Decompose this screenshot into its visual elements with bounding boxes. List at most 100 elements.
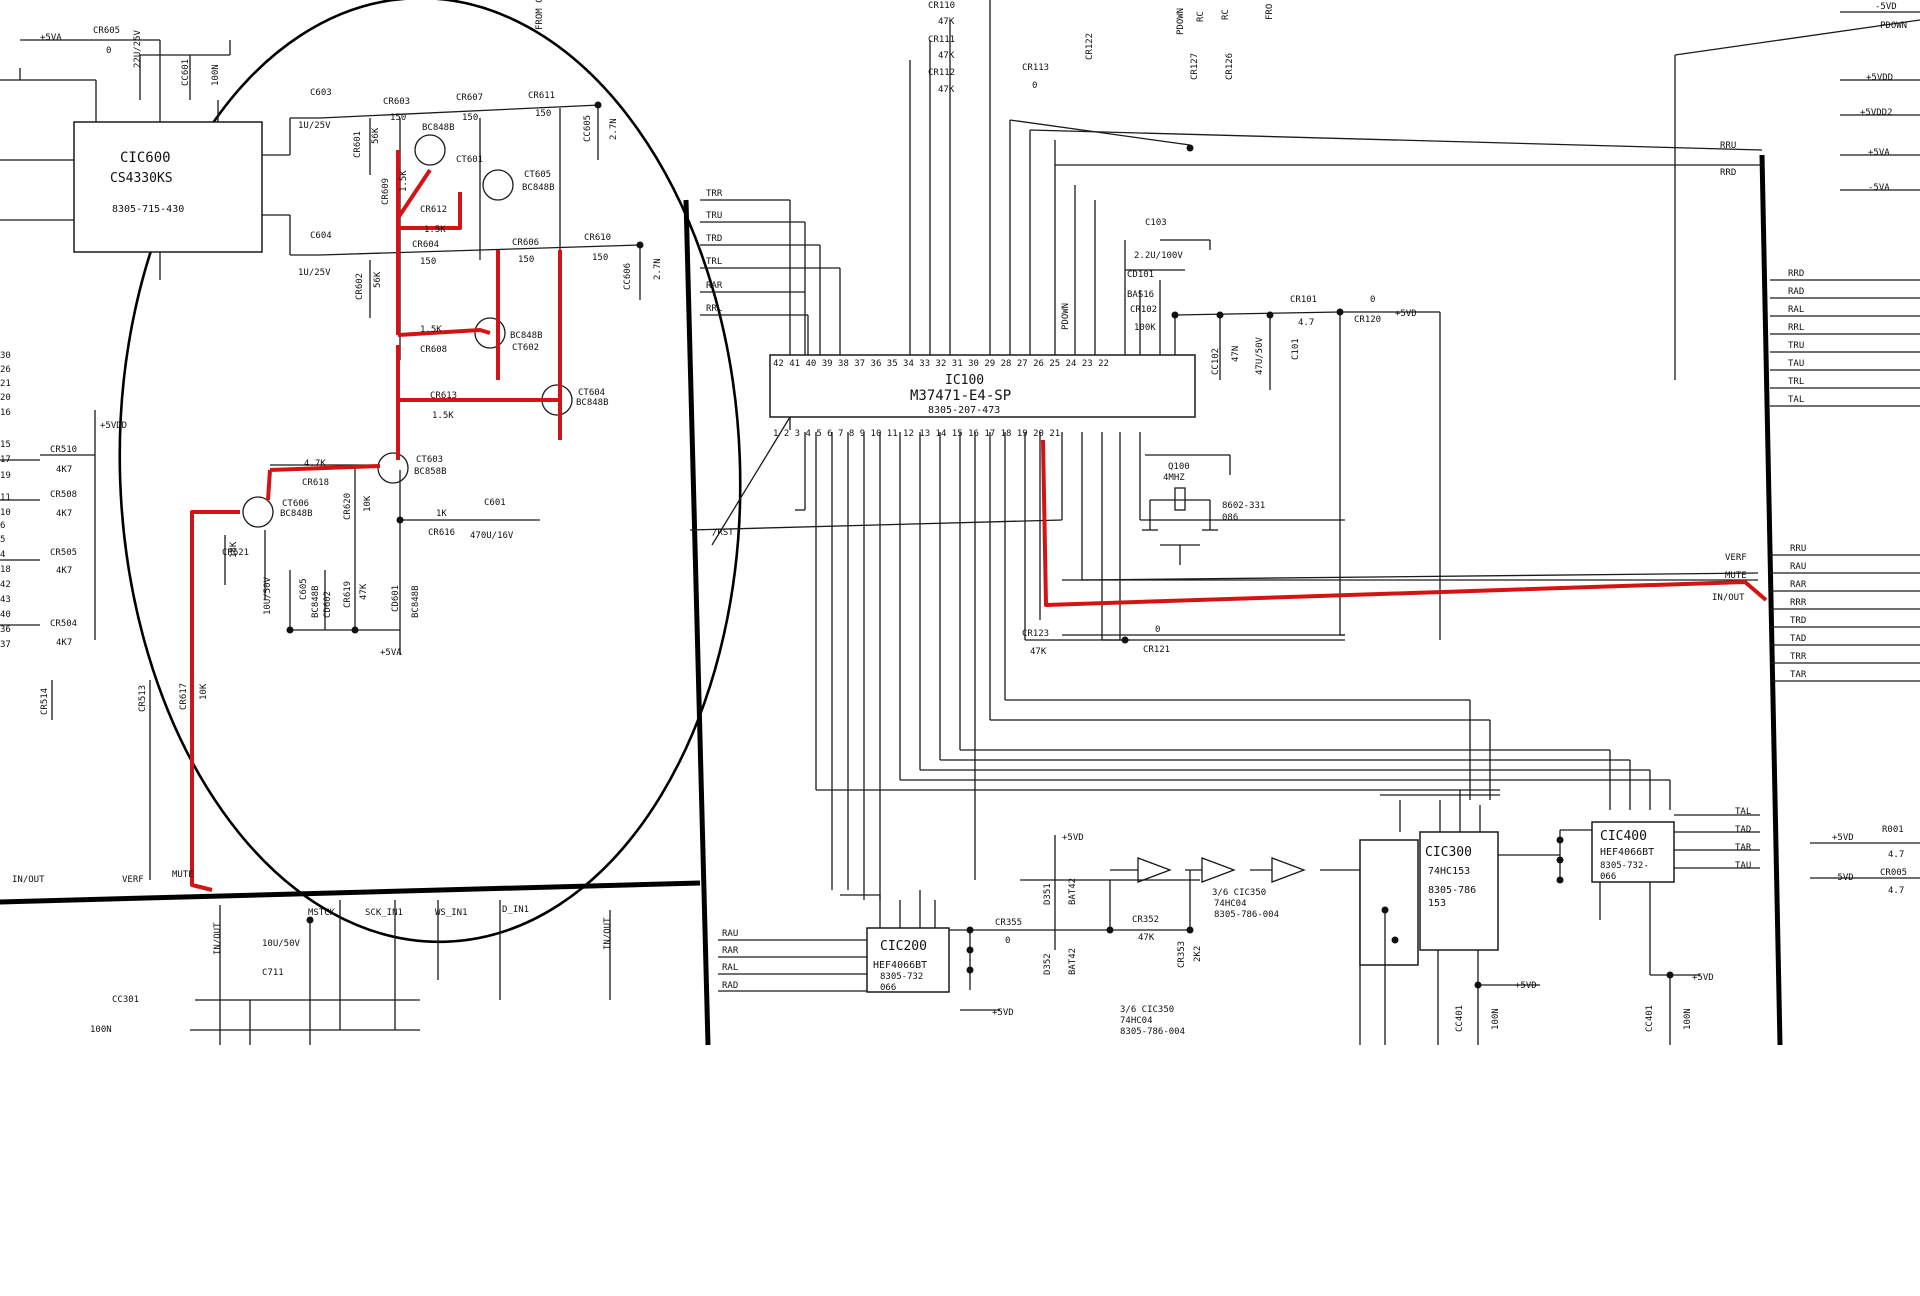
val-cr101: 4.7 bbox=[1298, 318, 1314, 328]
ref-cc601: CC601 bbox=[181, 59, 191, 86]
left-pin-15: 15 bbox=[0, 440, 11, 450]
val-cr353: 2K2 bbox=[1193, 946, 1203, 962]
crystal-code-2: 086 bbox=[1222, 513, 1238, 523]
bottom-left-inout: IN/OUT bbox=[12, 875, 45, 885]
ref-c711: CC301 bbox=[112, 995, 139, 1005]
left-pin-6: 6 bbox=[0, 521, 5, 531]
signal-rar: RAR bbox=[706, 281, 723, 291]
ref-cr505: CR505 bbox=[50, 548, 77, 558]
signal-low-tar: TAR bbox=[1790, 670, 1807, 680]
type-ct606: BC848B bbox=[280, 509, 313, 519]
val-c603: 1U/25V bbox=[298, 121, 331, 131]
val-c715: 10U/50V bbox=[262, 939, 301, 949]
ref-q100: Q100 bbox=[1168, 462, 1190, 472]
type-ct604: BC848B bbox=[576, 398, 609, 408]
val-cr121: 0 bbox=[1155, 625, 1160, 635]
ref-cr101: CR101 bbox=[1290, 295, 1317, 305]
ref-cr613: CR613 bbox=[430, 391, 457, 401]
ic-cic300-code2: 153 bbox=[1428, 898, 1446, 909]
val-cr352: 47K bbox=[1138, 933, 1155, 943]
power-5vd-ic100: +5VD bbox=[1395, 309, 1417, 319]
ref-d351: D351 bbox=[1043, 883, 1053, 905]
val-cc102: 47N bbox=[1231, 346, 1241, 362]
ref-c603: C603 bbox=[310, 88, 332, 98]
val-cr606: 150 bbox=[518, 255, 534, 265]
ref-d352: D352 bbox=[1043, 953, 1053, 975]
ic-cic600-name: CIC600 bbox=[120, 150, 171, 166]
ref-cr005: CR005 bbox=[1880, 868, 1907, 878]
junction-dots bbox=[286, 101, 1674, 989]
val-cr504: 4K7 bbox=[56, 638, 72, 648]
val-cr611: 150 bbox=[535, 109, 551, 119]
ref-cr611: CR611 bbox=[528, 91, 555, 101]
ref-c601: C601 bbox=[484, 498, 506, 508]
cic200-in-rad: RAD bbox=[722, 981, 738, 991]
val-cr608: 1.5K bbox=[420, 325, 442, 335]
ic-cic200: CIC200 HEF4066BT 8305-732 066 bbox=[866, 927, 950, 993]
bottom-left-verf: VERF bbox=[122, 875, 144, 885]
ic100-top-pins: 42 41 40 39 38 37 36 35 34 33 32 31 30 2… bbox=[773, 359, 1109, 369]
ic-cic300-part: 74HC153 bbox=[1428, 866, 1470, 877]
signal-right-rrl: RRL bbox=[1788, 323, 1804, 333]
power-5vd-cic200: +5VD bbox=[992, 1008, 1014, 1018]
ref-cr610: CR610 bbox=[584, 233, 611, 243]
val-cr604: 150 bbox=[420, 257, 436, 267]
ref-ct601: CT601 bbox=[456, 155, 483, 165]
divider-vertical-left bbox=[683, 199, 711, 1046]
ref-cr120: CR120 bbox=[1354, 315, 1381, 325]
signal-low-trr: TRR bbox=[1790, 652, 1807, 662]
ref-cr121: CR121 bbox=[1143, 645, 1170, 655]
ref-cr111: CR111 bbox=[928, 35, 955, 45]
label-pdown-top: PDOWN bbox=[1176, 8, 1186, 35]
type-ct601: BC848B bbox=[422, 123, 455, 133]
ic-ic100-code: 8305-207-473 bbox=[928, 405, 1000, 416]
ref-cr508: CR508 bbox=[50, 490, 77, 500]
ref-cr608: CR608 bbox=[420, 345, 447, 355]
label-pdown-ic: PDOWN bbox=[1061, 303, 1071, 330]
signal-rru-top: RRU bbox=[1720, 141, 1736, 151]
left-pin-36: 36 bbox=[0, 625, 11, 635]
label-cr513: CR513 bbox=[138, 685, 148, 712]
ref-cr617: CR617 bbox=[179, 683, 189, 710]
left-pin-10: 10 bbox=[0, 508, 11, 518]
label-cr126: CR126 bbox=[1225, 53, 1235, 80]
bottom-label-inout-2: IN/OUT bbox=[603, 917, 613, 950]
left-pin-21: 21 bbox=[0, 379, 11, 389]
bottom-left-mute: MUTE bbox=[172, 870, 194, 880]
cic200-in-ral: RAL bbox=[722, 963, 738, 973]
signal-low-rru: RRU bbox=[1790, 544, 1806, 554]
val-cr355: 0 bbox=[1005, 936, 1010, 946]
label-pdown-right: PDOWN bbox=[1880, 21, 1907, 31]
power-5vd-diode: +5VD bbox=[1062, 833, 1084, 843]
signal-right-trl: TRL bbox=[1788, 377, 1804, 387]
left-pin-30: 30 bbox=[0, 351, 11, 361]
ref-cc102: CC102 bbox=[1211, 348, 1221, 375]
cic200-in-rau: RAU bbox=[722, 929, 738, 939]
signal-low-trd: TRD bbox=[1790, 616, 1806, 626]
val-cr609: 1.5K bbox=[399, 170, 409, 192]
left-pin-20: 20 bbox=[0, 393, 11, 403]
val-c101: 47U/50V bbox=[1255, 336, 1265, 375]
val-cc605: 2.7N bbox=[609, 118, 619, 140]
val-cc606: 2.7N bbox=[653, 258, 663, 280]
power-5va-mid: +5VA bbox=[380, 648, 402, 658]
signal-rrl: RRL bbox=[706, 304, 722, 314]
crystal-q100 bbox=[1142, 454, 1231, 565]
bottom-label-ws-in1: WS_IN1 bbox=[435, 908, 468, 918]
ref-cr602: CR602 bbox=[355, 273, 365, 300]
left-pin-26: 26 bbox=[0, 365, 11, 375]
ic-cic400: CIC400 HEF4066BT 8305-732- 066 bbox=[1591, 821, 1675, 883]
val-cr621: 18K bbox=[229, 541, 239, 558]
power-minus5va: -5VA bbox=[1868, 183, 1890, 193]
power-5vdd2: +5VDD2 bbox=[1860, 108, 1893, 118]
ref-ct602: CT602 bbox=[512, 343, 539, 353]
left-pin-40: 40 bbox=[0, 610, 11, 620]
label-from-centr: FROM CENTR bbox=[535, 0, 545, 30]
val-cr610: 150 bbox=[592, 253, 608, 263]
val-cr113: 0 bbox=[1032, 81, 1037, 91]
type-cd602: BC848B bbox=[311, 585, 321, 618]
signal-right-tal: TAL bbox=[1788, 395, 1804, 405]
ref-cr601: CR601 bbox=[353, 131, 363, 158]
cic350-a: 3/6 CIC350 bbox=[1212, 888, 1266, 898]
ref-cc301: CC401 bbox=[1455, 1005, 1465, 1032]
